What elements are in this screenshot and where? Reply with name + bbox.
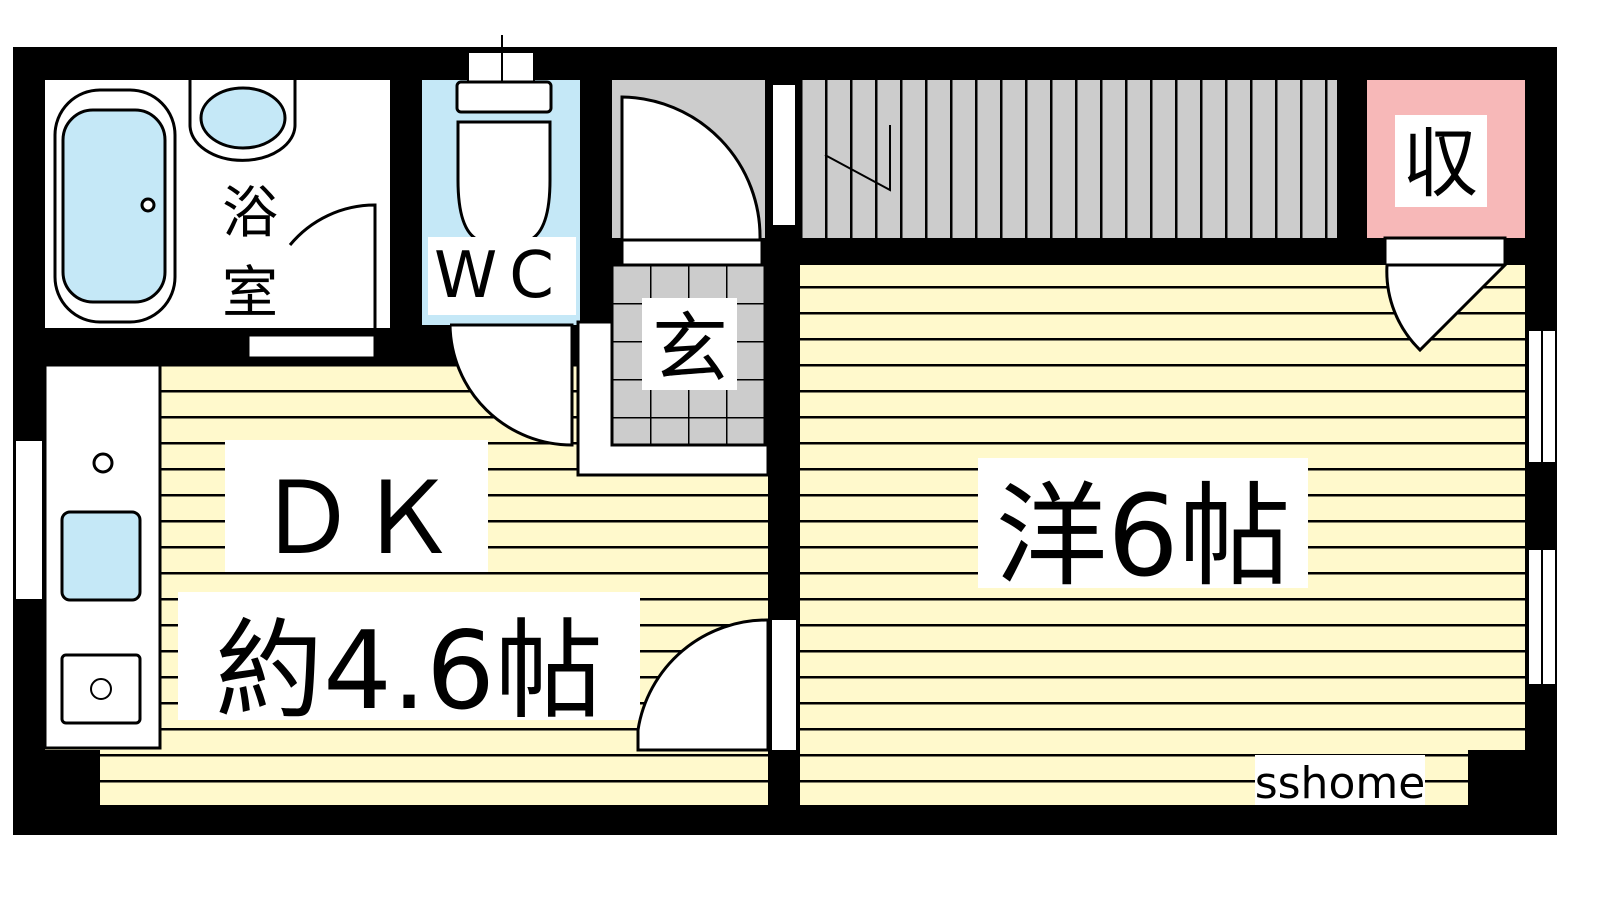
- stairs-arrow-icon: [824, 125, 891, 192]
- bath-label: 浴: [222, 181, 278, 246]
- western-label: 洋6帖: [995, 472, 1290, 602]
- wc-room: WC: [422, 35, 580, 325]
- dk-label: ＤＫ: [257, 460, 457, 577]
- stairs: [800, 80, 1337, 238]
- entrance-label: 玄: [652, 304, 728, 393]
- door-swing: [288, 203, 377, 328]
- bath-label-2: 室: [222, 261, 278, 326]
- western-room: 洋6帖 sshome: [800, 263, 1557, 835]
- storage-label: 収: [1402, 119, 1478, 208]
- stove-icon: [60, 653, 142, 725]
- bathroom: 浴 室: [45, 80, 390, 360]
- wc-label: WC: [434, 239, 566, 313]
- storage-door-swing: [1385, 263, 1509, 353]
- entrance: 玄: [576, 263, 770, 477]
- toilet-icon: [455, 80, 553, 114]
- wc-door-swing: [448, 323, 574, 447]
- dk-size: 約4.6帖: [215, 609, 603, 734]
- kitchen-sink-icon: [60, 510, 142, 602]
- watermark: sshome: [1255, 758, 1426, 809]
